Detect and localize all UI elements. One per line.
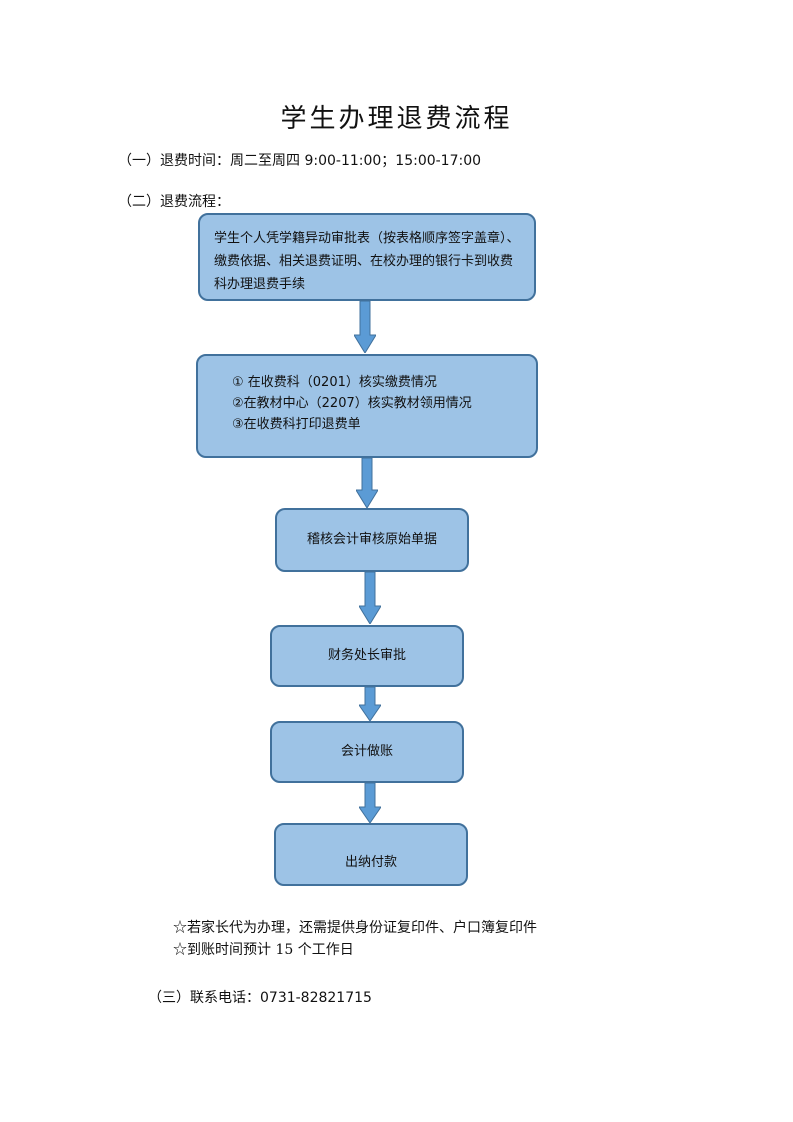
step-bookkeeping-text: 会计做账 xyxy=(340,744,393,759)
down-arrow-icon xyxy=(356,458,378,508)
step-director-approval-text: 财务处长审批 xyxy=(327,648,406,663)
step-print-refund-slip-text: ③在收费科打印退费单 xyxy=(232,417,361,432)
step-cashier-payment-box: 出纳付款 xyxy=(274,823,468,886)
refund-time-line: （一）退费时间：周二至周四 9:00-11:00；15:00-17:00 xyxy=(118,153,482,169)
down-arrow-icon xyxy=(359,687,381,721)
step-bookkeeping-box: 会计做账 xyxy=(270,721,464,783)
note-parent-proxy: ☆若家长代为办理，还需提供身份证复印件、户口簿复印件 xyxy=(173,920,537,936)
step-verify-textbook-text: ②在教材中心（2207）核实教材领用情况 xyxy=(232,396,472,411)
page-title: 学生办理退费流程 xyxy=(280,104,513,134)
contact-phone-line: （三）联系电话：0731-82821715 xyxy=(148,990,372,1006)
refund-process-heading: （二）退费流程： xyxy=(118,194,230,210)
down-arrow-icon xyxy=(359,572,381,624)
step-audit-text: 稽核会计审核原始单据 xyxy=(306,532,437,547)
step-director-approval-box: 财务处长审批 xyxy=(270,625,464,687)
step-submit-documents-text: 学生个人凭学籍异动审批表（按表格顺序签字盖章）、缴费依据、相关退费证明、在校办理… xyxy=(214,231,520,292)
step-submit-documents-box: 学生个人凭学籍异动审批表（按表格顺序签字盖章）、缴费依据、相关退费证明、在校办理… xyxy=(198,213,536,301)
step-verify-box: ① 在收费科（0201）核实缴费情况 ②在教材中心（2207）核实教材领用情况 … xyxy=(196,354,538,458)
down-arrow-icon xyxy=(359,783,381,823)
step-verify-fee-text: ① 在收费科（0201）核实缴费情况 xyxy=(232,375,437,390)
step-cashier-payment-text: 出纳付款 xyxy=(344,855,397,870)
down-arrow-icon xyxy=(354,301,376,353)
note-arrival-time: ☆到账时间预计 15 个工作日 xyxy=(173,942,354,958)
step-audit-box: 稽核会计审核原始单据 xyxy=(275,508,469,572)
